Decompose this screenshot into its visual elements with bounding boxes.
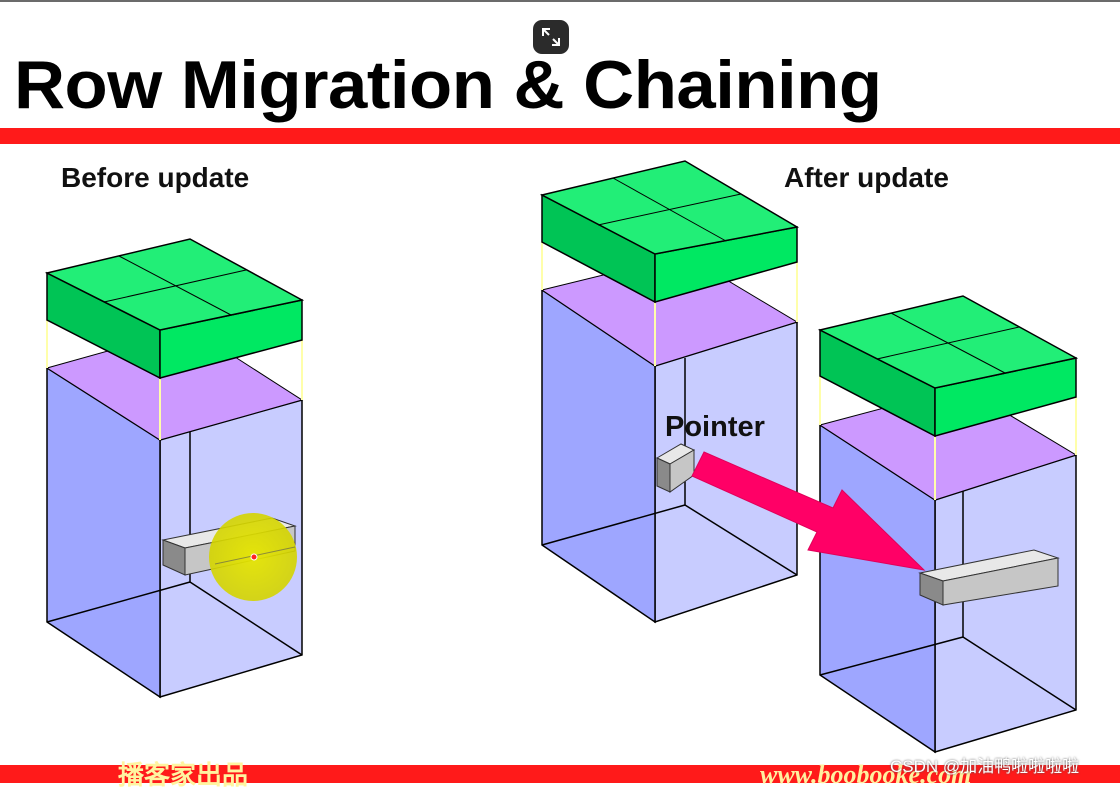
csdn-credit: CSDN @加油鸭啦啦啦啦 <box>890 757 1080 776</box>
row-piece-migrated <box>918 549 1060 606</box>
block-header-before <box>44 238 305 380</box>
block-header-after-2 <box>817 295 1079 438</box>
after-update-label: After update <box>784 162 949 193</box>
footer-bar <box>0 765 1120 783</box>
pointer-arrow <box>691 451 926 571</box>
after-block-migrated <box>817 295 1079 754</box>
before-block <box>44 238 305 699</box>
pointer-label: Pointer <box>665 411 765 443</box>
footer-publisher: 播客家出品 <box>118 760 249 790</box>
expand-icon <box>542 28 560 46</box>
after-block-original <box>539 160 800 624</box>
title-underline-bar <box>0 128 1120 144</box>
row-pointer-stub <box>655 443 696 493</box>
block-header-after-1 <box>539 160 800 304</box>
before-update-label: Before update <box>61 162 250 193</box>
slide-title: Row Migration & Chaining <box>14 47 882 123</box>
top-border <box>0 0 1120 2</box>
expand-button[interactable] <box>533 20 569 54</box>
